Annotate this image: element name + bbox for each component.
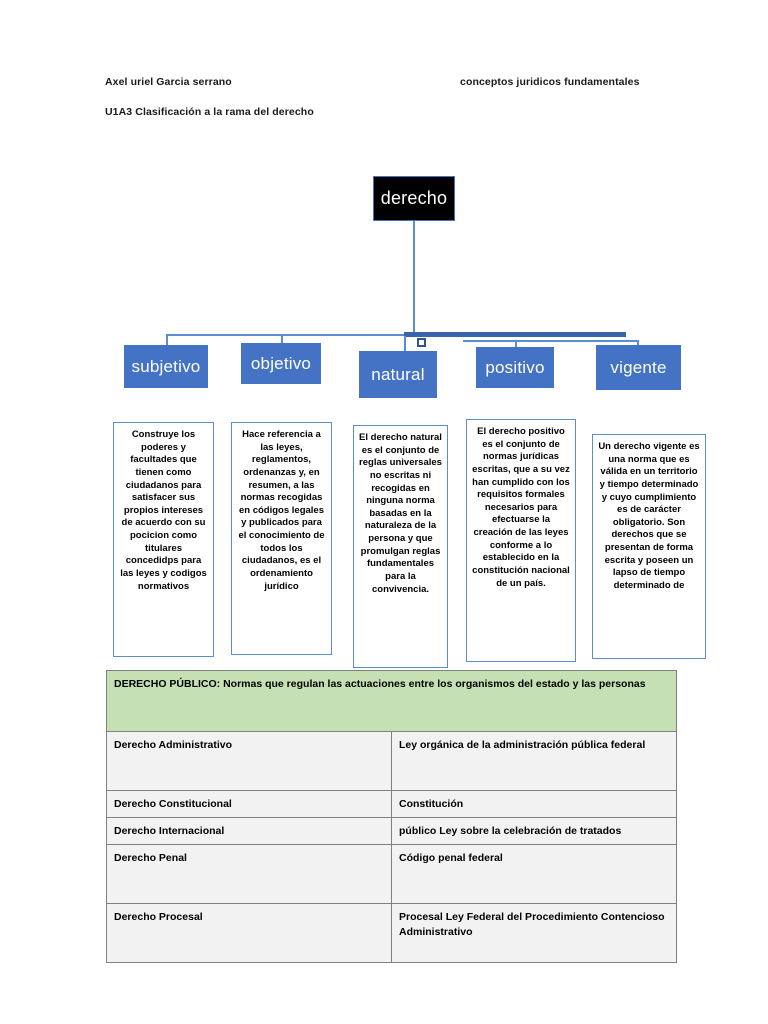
connector-distributor-bar-thick (404, 332, 626, 337)
derecho-publico-table: DERECHO PÚBLICO: Normas que regulan las … (106, 670, 677, 964)
table-cell-branch: Derecho Administrativo (106, 731, 392, 791)
table-row: Derecho Internacional público Ley sobre … (106, 817, 677, 846)
table-row: Derecho Procesal Procesal Ley Federal de… (106, 903, 677, 964)
description-box-natural: El derecho natural es el conjunto de reg… (353, 425, 448, 668)
table-heading-row: DERECHO PÚBLICO: Normas que regulan las … (106, 670, 677, 732)
table-cell-law: Procesal Ley Federal del Procedimiento C… (391, 903, 677, 964)
table-heading-cell: DERECHO PÚBLICO: Normas que regulan las … (106, 670, 677, 732)
table-cell-law: Código penal federal (391, 844, 677, 905)
table-cell-branch: Derecho Procesal (106, 903, 392, 964)
hierarchy-diagram: derecho subjetivo objetivo natural posit… (113, 176, 706, 668)
node-derecho[interactable]: derecho (373, 176, 455, 221)
description-box-vigente: Un derecho vigente es una norma que es v… (592, 434, 706, 659)
connector-distributor-bar-right (463, 340, 638, 342)
table-row: Derecho Administrativo Ley orgánica de l… (106, 731, 677, 791)
description-box-positivo: El derecho positivo es el conjunto de no… (466, 419, 576, 662)
selection-handle-icon (417, 338, 426, 347)
description-box-subjetivo: Construye los poderes y facultades que t… (113, 422, 214, 657)
table-cell-law: Ley orgánica de la administración públic… (391, 731, 677, 791)
connector-drop-natural (404, 336, 406, 354)
node-vigente[interactable]: vigente (596, 345, 681, 390)
header-assignment-title: U1A3 Clasificación a la rama del derecho (105, 106, 314, 118)
table-cell-branch: Derecho Internacional (106, 817, 392, 846)
header-author-name: Axel uriel Garcia serrano (105, 76, 232, 88)
table-row: Derecho Constitucional Constitución (106, 789, 677, 819)
connector-drop-subjetivo (166, 334, 168, 347)
node-objetivo[interactable]: objetivo (241, 343, 321, 384)
table-cell-law: Constitución (391, 789, 677, 819)
table-row: Derecho Penal Código penal federal (106, 844, 677, 905)
node-natural[interactable]: natural (359, 351, 437, 398)
node-subjetivo[interactable]: subjetivo (124, 345, 208, 388)
table-cell-law: público Ley sobre la celebración de trat… (391, 817, 677, 846)
header-subject: conceptos juridicos fundamentales (460, 76, 640, 88)
connector-drop-vigente (637, 340, 639, 347)
connector-drop-positivo (515, 340, 517, 349)
node-natural-label: natural (371, 364, 425, 384)
connector-distributor-bar-left (166, 334, 463, 336)
node-positivo-label: positivo (485, 357, 545, 377)
connector-drop-objetivo (281, 334, 283, 345)
node-vigente-label: vigente (610, 357, 667, 377)
node-subjetivo-label: subjetivo (131, 356, 201, 376)
table-cell-branch: Derecho Constitucional (106, 789, 392, 819)
node-objetivo-label: objetivo (250, 353, 312, 373)
description-box-objetivo: Hace referencia a las leyes, reglamentos… (231, 422, 332, 655)
node-derecho-label: derecho (380, 188, 448, 208)
node-positivo[interactable]: positivo (476, 347, 554, 388)
table-cell-branch: Derecho Penal (106, 844, 392, 905)
connector-root-vertical (413, 221, 415, 336)
